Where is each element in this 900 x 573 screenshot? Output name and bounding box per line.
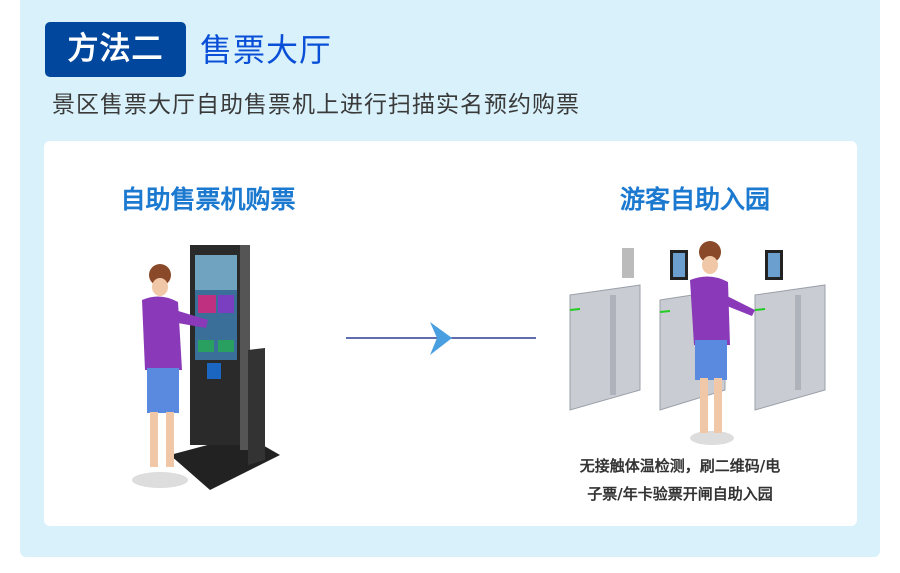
- step-1-title: 自助售票机购票: [120, 185, 296, 214]
- note-line-1: 无接触体温检测，刷二维码/电: [579, 457, 781, 475]
- method-badge: 方法二: [45, 22, 186, 77]
- turnstile-gate-illustration: [569, 241, 826, 445]
- note-line-2: 子票/年卡验票开闸自助入园: [587, 485, 773, 503]
- flow-arrow: [346, 322, 536, 355]
- section-title: 售票大厅: [200, 31, 333, 69]
- section-subtitle: 景区售票大厅自助售票机上进行扫描实名预约购票: [52, 92, 580, 118]
- step-2-title: 游客自助入园: [619, 185, 770, 214]
- kiosk-illustration: [132, 245, 280, 490]
- arrow-head-icon: [430, 322, 452, 355]
- gate-entry-note: 无接触体温检测，刷二维码/电 子票/年卡验票开闸自助入园: [540, 452, 820, 508]
